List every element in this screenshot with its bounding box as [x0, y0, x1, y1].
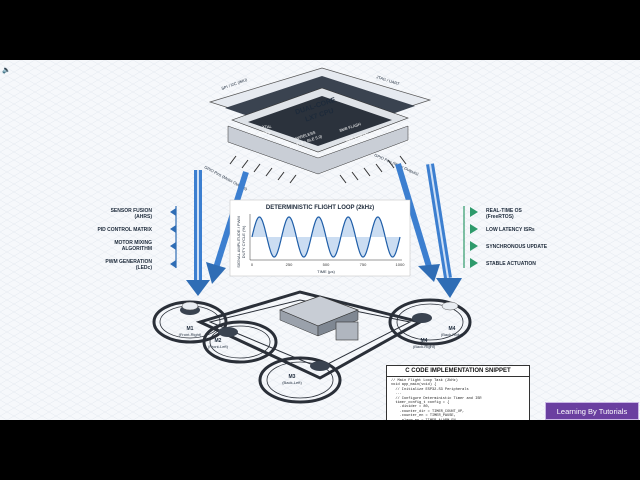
feature-isr: LOW LATENCY ISRs: [486, 227, 535, 233]
feature-sync: SYNCHRONOUS UPDATE: [486, 244, 548, 250]
loop-wave-line: [251, 216, 401, 258]
feature-sensor-fusion: SENSOR FUSION: [111, 208, 153, 214]
xtal-freq: 40MHz: [258, 130, 271, 135]
feature-pwm: PWM GENERATION: [105, 259, 152, 265]
feature-rtos: REAL-TIME OS: [486, 208, 522, 214]
feature-pwm-sub: (LEDc): [136, 265, 152, 271]
x-tick-label: 750: [360, 262, 367, 267]
motor-m3-pos: (Back-Left): [282, 380, 302, 385]
right-features: REAL-TIME OS (FreeRTOS) LOW LATENCY ISRs…: [463, 206, 548, 268]
x-tick-label: 1000: [396, 262, 406, 267]
x-tick-label: 250: [286, 262, 293, 267]
motor-labels: M1 (Front-Right) M2 (Front-Left) M3 (Bac…: [179, 326, 464, 385]
feature-stable: STABLE ACTUATION: [486, 261, 536, 267]
motor-m4-pos: (Back-Right): [441, 332, 464, 337]
channel-badge[interactable]: Learning By Tutorials: [545, 402, 639, 420]
feature-motor-mixing-sub: ALGORITHM: [122, 246, 152, 252]
x-tick-label: 500: [323, 262, 330, 267]
video-frame: 🔈 DUAL-: [0, 60, 640, 420]
left-features: SENSOR FUSION (AHRS) PID CONTROL MATRIX …: [97, 206, 177, 271]
feature-pid: PID CONTROL MATRIX: [97, 227, 152, 233]
code-line: void app_main(void) {: [391, 383, 437, 388]
feature-motor-mixing: MOTOR MIXING: [114, 240, 152, 246]
loop-chart-ylabel-1: SIGNAL AMPLITUDE / PWM: [236, 216, 241, 267]
xtal-label: XTAL: [262, 124, 272, 129]
wireless-label: WIRELESS: [295, 130, 317, 141]
code-line: .counter_en = TIMER_PAUSE,: [391, 414, 456, 419]
motor-m2: M2: [215, 338, 222, 344]
motor-m1-pos: (Front-Right): [179, 332, 202, 337]
motor-m4-inner: M4: [421, 338, 428, 344]
loop-chart-ylabel-2: DUTY CYCLE (%): [241, 225, 246, 258]
motor-m3: M3: [289, 374, 296, 380]
feature-sensor-fusion-sub: (AHRS): [135, 214, 153, 220]
esp32-drone-diagram: DUAL-CORE LX7 CPU XTAL 40MHz 8MB FLASH 8…: [0, 60, 640, 420]
code-line: .alarm_en = TIMER_ALARM_EN,: [391, 419, 525, 420]
code-line: ...: [391, 392, 402, 397]
code-snippet-body: // Main Flight Loop Task (2kHz)void app_…: [387, 377, 529, 420]
motor-m2-pos: (Front-Left): [208, 344, 229, 349]
feature-rtos-sub: (FreeRTOS): [486, 214, 514, 220]
code-line: timer_config_t config = {: [391, 401, 450, 406]
loop-chart-title: DETERMINISTIC FLIGHT LOOP (2kHz): [266, 205, 374, 211]
code-line: // Configure Deterministic Timer and ISR: [391, 396, 482, 401]
signal-trunk-right: [395, 163, 462, 298]
motor-m4-inner-pos: (Back-Right): [413, 344, 436, 349]
code-line: .divider = 80,: [391, 405, 430, 410]
motor-m4: M4: [449, 326, 456, 332]
code-snippet-title: C CODE IMPLEMENTATION SNIPPET: [387, 366, 529, 377]
code-line: // Main Flight Loop Task (2kHz): [391, 379, 458, 383]
motor-m1: M1: [187, 326, 194, 332]
flash-label: 8MB FLASH: [339, 121, 362, 133]
code-line: // Initialize ESP32-S3 Peripherals: [391, 387, 469, 392]
code-line: .counter_dir = TIMER_COUNT_UP,: [391, 409, 465, 414]
x-tick-label: 0: [251, 262, 254, 267]
speaker-icon[interactable]: 🔈: [2, 67, 11, 74]
code-snippet-panel: C CODE IMPLEMENTATION SNIPPET // Main Fl…: [386, 365, 530, 420]
flight-loop-chart: DETERMINISTIC FLIGHT LOOP (2kHz) SIGNAL …: [229, 199, 411, 277]
drone-body: [180, 295, 459, 371]
loop-chart-xlabel: TIME (μs): [317, 269, 335, 274]
